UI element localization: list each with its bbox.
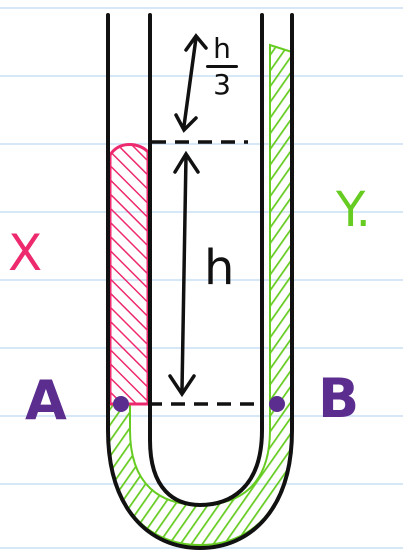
liquid-x-label: X (8, 224, 43, 282)
h-third-fraction: h 3 (206, 34, 238, 100)
ruled-lines (0, 7, 403, 549)
point-a-label: A (25, 369, 67, 432)
tube-inner-wall (148, 13, 264, 508)
liquid-y-label: Y. (336, 182, 371, 238)
fraction-denominator: 3 (213, 68, 231, 102)
arrow-h (168, 150, 200, 398)
tube-outer-wall (106, 13, 294, 551)
point-b-marker (269, 396, 285, 412)
liquid-x-fill (108, 143, 150, 406)
point-a-marker (113, 396, 129, 412)
fraction-numerator: h (213, 32, 231, 65)
height-label: h (204, 240, 235, 296)
fraction-bar (206, 65, 238, 69)
arrow-h-third (174, 33, 208, 133)
point-b-label: B (318, 367, 360, 430)
